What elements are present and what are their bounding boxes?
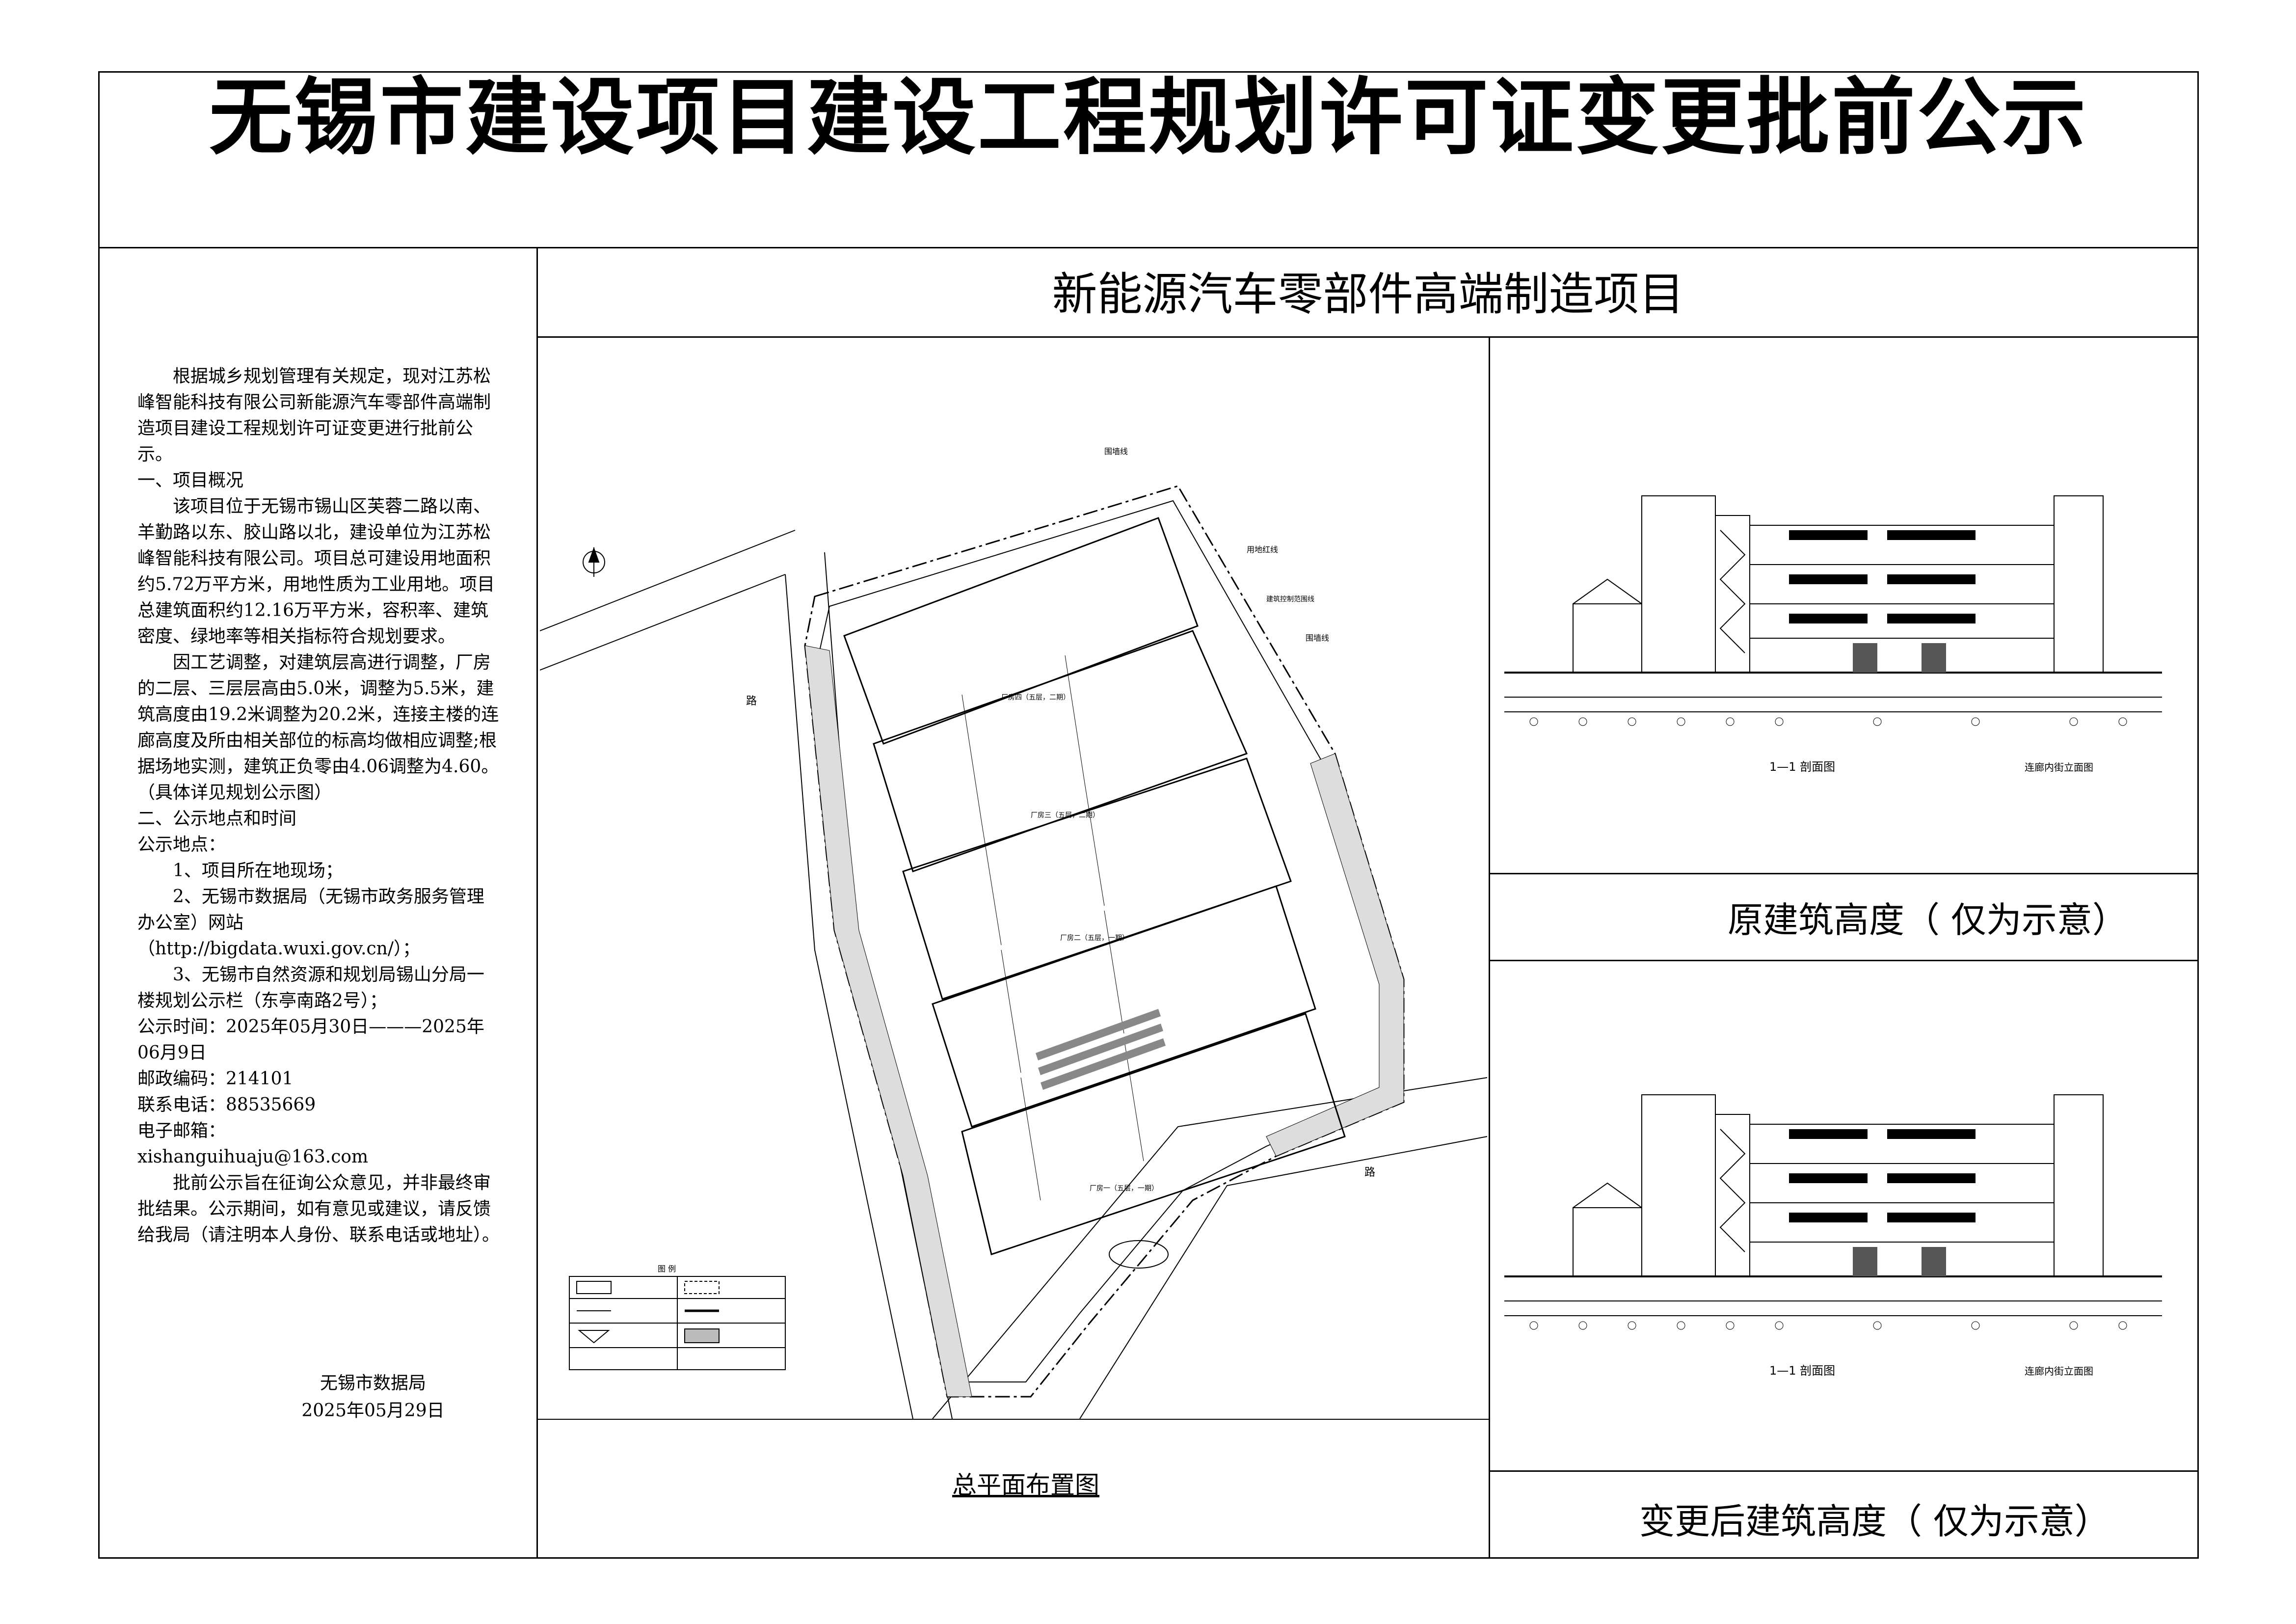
wall-line-label: 围墙线: [1104, 447, 1128, 456]
outer-frame: [98, 71, 2199, 1559]
plan-section-divider: [1489, 336, 1490, 1559]
notice-paragraph: 联系电话：88535669: [137, 1095, 316, 1115]
changed-height-caption: 变更后建筑高度（ 仅为示意）: [1639, 1501, 2110, 1542]
section-caption-top: [1489, 873, 2199, 874]
signature-block: 无锡市数据局 2025年05月29日: [275, 1370, 471, 1425]
notice-paragraph: 2、无锡市数据局（无锡市政务服务管理办公室）网站: [137, 887, 484, 933]
issue-date: 2025年05月29日: [301, 1401, 445, 1421]
legend-title: 图 例: [658, 1264, 676, 1273]
notice-paragraph: xishanguihuaju@163.com: [137, 1147, 369, 1167]
red-line-label: 用地红线: [1247, 545, 1278, 554]
notice-paragraph: 3、无锡市自然资源和规划局锡山分局一楼规划公示栏（东亭南路2号）；: [137, 965, 484, 1011]
notice-paragraph: 公示时间：2025年05月30日———2025年06月9日: [137, 1017, 484, 1063]
elevation-label: 连廊内街立面图: [2025, 761, 2093, 773]
notice-paragraph: 批前公示旨在征询公众意见，并非最终审批结果。公示期间，如有意见或建议，请反馈给我…: [137, 1173, 500, 1245]
site-plan-caption: 总平面布置图: [952, 1471, 1099, 1499]
wall-line-label-2: 围墙线: [1306, 633, 1329, 643]
plan-inner-bottom: [536, 1419, 1489, 1420]
notice-paragraph: 二、公示地点和时间: [137, 809, 297, 829]
changed-section-drawing: 1—1 剖面图 连廊内街立面图: [1504, 1094, 2162, 1378]
changed-caption-divider: [1489, 1470, 2199, 1472]
notice-paragraph: 该项目位于无锡市锡山区芙蓉二路以南、羊勤路以东、胶山路以北，建设单位为江苏松峰智…: [137, 496, 495, 647]
building-label-1: 厂房一（五层，一期）: [1090, 1185, 1158, 1192]
project-title: 新能源汽车零部件高端制造项目: [1052, 268, 1684, 321]
road-label-b: 路: [1364, 1166, 1375, 1179]
notice-paragraph: 1、项目所在地现场；: [173, 861, 343, 881]
notice-paragraph: 根据城乡规划管理有关规定，现对江苏松峰智能科技有限公司新能源汽车零部件高端制造项…: [137, 366, 491, 464]
notice-paragraph: （http://bigdata.wuxi.gov.cn/）；: [137, 939, 420, 959]
parking-stalls: [1036, 1009, 1166, 1090]
building-label-2: 厂房二（五层，一期）: [1060, 934, 1129, 942]
original-height-caption: 原建筑高度（ 仅为示意）: [1728, 899, 2128, 941]
notice-paragraph: 公示地点：: [137, 835, 226, 855]
elevation-label-changed: 连廊内街立面图: [2025, 1365, 2093, 1377]
header-divider: [98, 247, 2199, 248]
legend-box: [569, 1276, 786, 1370]
notice-paragraph: 电子邮箱：: [137, 1121, 226, 1141]
notice-text: 根据城乡规划管理有关规定，现对江苏松峰智能科技有限公司新能源汽车零部件高端制造项…: [137, 363, 501, 1248]
notice-paragraph: 邮政编码：214101: [137, 1069, 294, 1089]
section-label-changed: 1—1 剖面图: [1769, 1364, 1835, 1378]
issuer-name: 无锡市数据局: [320, 1373, 426, 1393]
original-section-drawing: 1—1 剖面图 连廊内街立面图: [1504, 495, 2162, 774]
site-plan-drawing: 厂房四（五层，二期） 厂房三（五层，二期） 厂房二（五层，一期） 厂房一（五层，…: [540, 447, 1487, 1419]
north-arrow-icon: [583, 547, 605, 577]
section-label: 1—1 剖面图: [1769, 760, 1835, 774]
notice-paragraph: 一、项目概况: [137, 470, 244, 490]
notice-paragraph: 因工艺调整，对建筑层高进行调整，厂房的二层、三层层高由5.0米，调整为5.5米，…: [137, 652, 499, 803]
building-label-4: 厂房四（五层，二期）: [1001, 694, 1070, 702]
control-line-label: 建筑控制范围线: [1266, 595, 1314, 603]
page-title: 无锡市建设项目建设工程规划许可证变更批前公示: [209, 69, 2088, 166]
entrance-plaza: [1109, 1240, 1169, 1269]
building-label-3: 厂房三（五层，二期）: [1031, 812, 1099, 819]
section-caption-bottom: [1489, 960, 2199, 961]
road-label-a: 路: [746, 695, 757, 707]
project-title-divider: [536, 336, 2199, 338]
left-panel-divider: [536, 247, 538, 1559]
factory-buildings: [843, 517, 1346, 1255]
